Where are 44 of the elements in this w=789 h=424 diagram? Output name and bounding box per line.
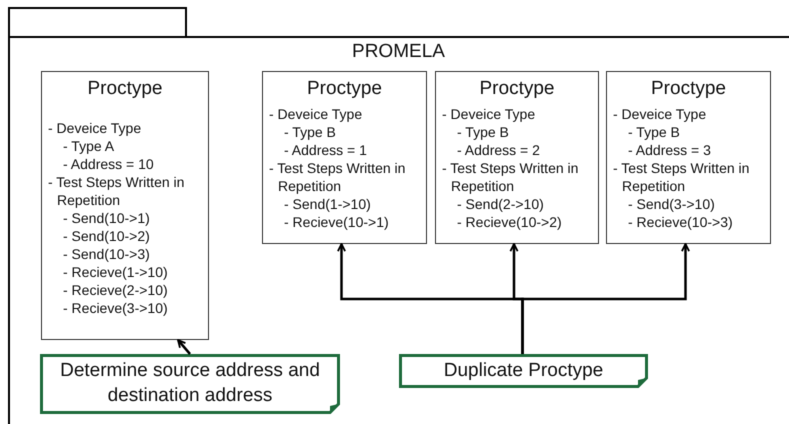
list-item: - Type B: [628, 123, 681, 141]
list-item: - Send(2->10): [457, 195, 545, 213]
list-item: - Address = 2: [457, 141, 541, 159]
list-item: - Send(10->2): [63, 227, 151, 245]
note-text: Determine source address and destination address: [59, 359, 321, 408]
list-item: - Recieve(3->10): [63, 299, 169, 317]
list-item: - Address = 3: [628, 141, 712, 159]
box-heading: Proctype: [86, 78, 164, 100]
list-item: - Recieve(10->3): [628, 213, 734, 231]
list-item: - Type B: [457, 123, 510, 141]
proctype-box: [606, 71, 771, 244]
list-item: - Test Steps Written in Repetition: [613, 159, 750, 195]
list-item: - Deveice Type: [613, 105, 708, 123]
proctype-box: [41, 71, 209, 340]
list-item: - Send(1->10): [284, 195, 372, 213]
list-item: - Deveice Type: [269, 105, 364, 123]
list-item: - Recieve(1->10): [63, 263, 169, 281]
proctype-box: [262, 71, 427, 244]
list-item: - Test Steps Written in Repetition: [442, 159, 580, 195]
arrow: [177, 339, 191, 355]
list-item: - Send(10->3): [63, 245, 151, 263]
box-heading: Proctype: [650, 78, 727, 100]
package-frame: [8, 7, 789, 424]
list-item: - Send(3->10): [628, 195, 716, 213]
note-text: Duplicate Proctype: [442, 358, 604, 382]
list-item: - Send(10->1): [63, 209, 151, 227]
list-item: - Type B: [284, 123, 337, 141]
list-item: - Deveice Type: [442, 105, 536, 123]
box-heading: Proctype: [478, 78, 556, 100]
list-item: - Address = 10: [63, 155, 155, 173]
list-item: - Test Steps Written in Repetition: [269, 159, 406, 195]
list-item: - Recieve(10->1): [284, 213, 390, 231]
list-item: - Address = 1: [284, 141, 368, 159]
proctype-box: [435, 71, 599, 244]
arrow: [521, 243, 690, 354]
list-item: - Recieve(2->10): [63, 281, 169, 299]
list-item: - Type A: [63, 137, 116, 155]
package-name: PROMELA: [351, 41, 446, 63]
box-heading: Proctype: [306, 78, 383, 100]
list-item: - Recieve(10->2): [457, 213, 563, 231]
list-item: - Deveice Type: [48, 119, 142, 137]
list-item: - Test Steps Written in Repetition: [48, 173, 186, 209]
note-box: [40, 354, 340, 414]
note-box: [399, 354, 648, 388]
